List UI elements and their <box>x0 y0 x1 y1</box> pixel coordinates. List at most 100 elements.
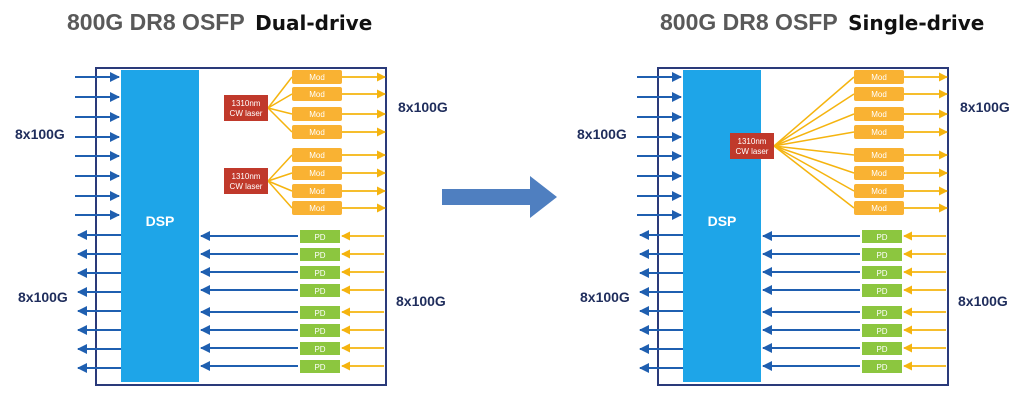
right-laser-box <box>730 133 774 159</box>
right-input-label: 8x100G <box>577 126 627 142</box>
right-pd-box <box>862 324 902 337</box>
left-pd-label: PD <box>314 269 325 278</box>
left-pd-box <box>300 342 340 355</box>
left-pd-box <box>300 230 340 243</box>
left-pd-label: PD <box>314 345 325 354</box>
right-laser-feed-line <box>773 145 855 174</box>
left-pd-label: PD <box>314 327 325 336</box>
left-laser-type: CW laser <box>230 182 263 191</box>
right-mod-box <box>854 107 904 121</box>
left-pd-box <box>300 266 340 279</box>
left-mod-box <box>292 107 342 121</box>
right-mod-label: Mod <box>871 128 887 137</box>
right-output-label: 8x100G <box>580 289 630 305</box>
left-pd-box <box>300 284 340 297</box>
right-laser-feed-line <box>773 145 855 192</box>
left-pd-label: PD <box>314 309 325 318</box>
right-mod-box <box>854 148 904 162</box>
right-laser-feed-line <box>773 131 855 147</box>
right-mod-output-label: 8x100G <box>960 99 1010 115</box>
left-pd-box <box>300 306 340 319</box>
left-pd-box <box>300 360 340 373</box>
right-pd-label: PD <box>876 345 887 354</box>
right-pd-label: PD <box>876 287 887 296</box>
right-laser-type: CW laser <box>736 147 769 156</box>
left-laser-feed-line <box>267 76 293 109</box>
right-pd-box <box>862 266 902 279</box>
right-pd-box <box>862 248 902 261</box>
right-mod-label: Mod <box>871 187 887 196</box>
right-pd-input-label: 8x100G <box>958 293 1008 309</box>
left-laser-box <box>224 168 268 194</box>
right-mod-box <box>854 70 904 84</box>
left-mod-box <box>292 166 342 180</box>
left-mod-box <box>292 70 342 84</box>
right-pd-box <box>862 230 902 243</box>
right-pd-box <box>862 284 902 297</box>
right-laser-feed-line <box>773 76 855 147</box>
right-laser-wavelength: 1310nm <box>738 137 767 146</box>
left-laser-feed-line <box>267 93 293 109</box>
right-mod-box <box>854 201 904 215</box>
left-pd-box <box>300 324 340 337</box>
left-mod-box <box>292 184 342 198</box>
right-pd-label: PD <box>876 269 887 278</box>
left-title-sub: Dual-drive <box>255 11 372 35</box>
left-laser-feed-line <box>267 107 293 133</box>
left-laser-wavelength: 1310nm <box>232 172 261 181</box>
left-mod-label: Mod <box>309 204 325 213</box>
left-mod-label: Mod <box>309 151 325 160</box>
left-mod-label: Mod <box>309 110 325 119</box>
right-laser-feed-line <box>773 113 855 147</box>
left-mod-label: Mod <box>309 169 325 178</box>
left-pd-label: PD <box>314 251 325 260</box>
left-title: 800G DR8 OSFP Dual-drive <box>67 9 372 35</box>
right-mod-box <box>854 125 904 139</box>
right-mod-label: Mod <box>871 204 887 213</box>
left-mod-box <box>292 87 342 101</box>
left-laser-feed-line <box>267 180 293 192</box>
right-mod-label: Mod <box>871 90 887 99</box>
left-pd-label: PD <box>314 233 325 242</box>
right-mod-box <box>854 87 904 101</box>
left-pd-label: PD <box>314 287 325 296</box>
left-mod-box <box>292 125 342 139</box>
left-mod-label: Mod <box>309 187 325 196</box>
left-mod-label: Mod <box>309 73 325 82</box>
right-mod-box <box>854 184 904 198</box>
left-output-label: 8x100G <box>18 289 68 305</box>
right-dsp-block <box>683 70 761 382</box>
right-mod-label: Mod <box>871 73 887 82</box>
right-mod-label: Mod <box>871 151 887 160</box>
right-pd-label: PD <box>876 251 887 260</box>
left-frame <box>95 67 387 386</box>
left-mod-label: Mod <box>309 90 325 99</box>
left-laser-feed-line <box>267 180 293 209</box>
left-laser-box <box>224 95 268 121</box>
right-mod-label: Mod <box>871 110 887 119</box>
left-pd-box <box>300 248 340 261</box>
right-title-main: 800G DR8 OSFP <box>660 9 838 35</box>
right-title-sub: Single-drive <box>848 11 984 35</box>
right-dsp-label: DSP <box>708 213 737 229</box>
left-dsp-block <box>121 70 199 382</box>
left-pd-input-label: 8x100G <box>396 293 446 309</box>
left-mod-output-label: 8x100G <box>398 99 448 115</box>
left-laser-feed-line <box>267 154 293 182</box>
right-pd-label: PD <box>876 309 887 318</box>
right-pd-box <box>862 306 902 319</box>
left-laser-feed-line <box>267 107 293 115</box>
left-title-main: 800G DR8 OSFP <box>67 9 245 35</box>
left-mod-box <box>292 201 342 215</box>
right-pd-box <box>862 360 902 373</box>
left-laser-feed-line <box>267 172 293 182</box>
right-mod-box <box>854 166 904 180</box>
transition-arrow <box>442 176 557 218</box>
right-laser-feed-line <box>773 145 855 209</box>
left-dsp-label: DSP <box>146 213 175 229</box>
right-laser-feed-line <box>773 93 855 147</box>
left-pd-label: PD <box>314 363 325 372</box>
